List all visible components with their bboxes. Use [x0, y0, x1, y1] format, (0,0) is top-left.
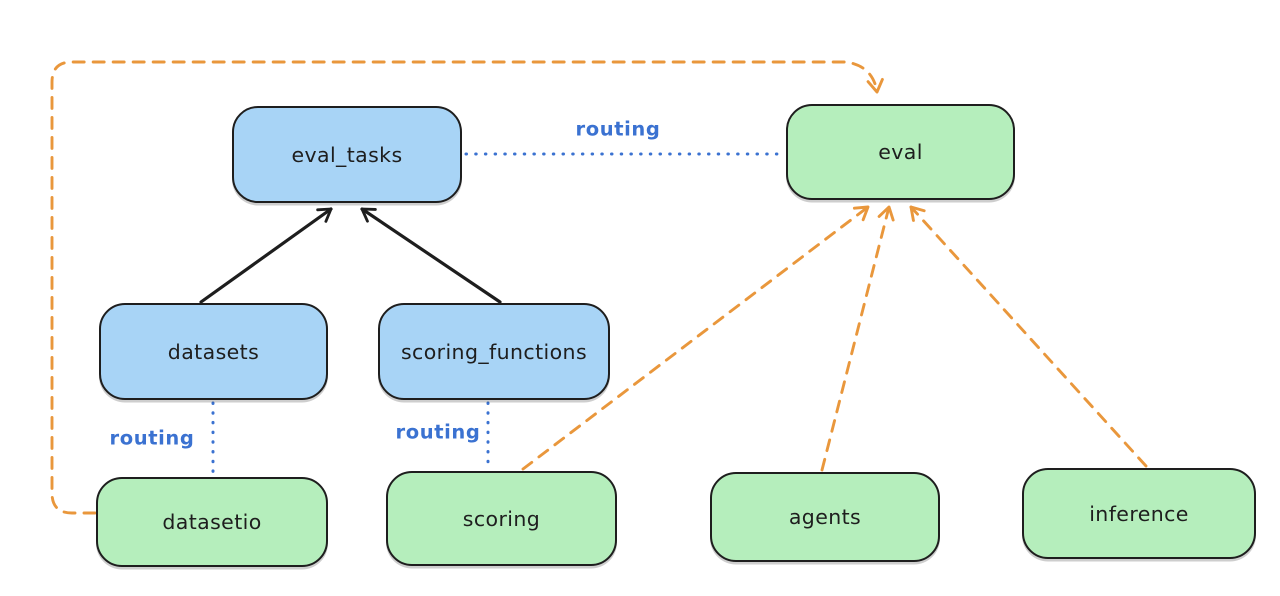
node-inference-label: inference: [1089, 501, 1189, 526]
edge-label-routing-datasets-datasetio: routing: [109, 426, 195, 450]
edge-agents-to-eval-dashed: [820, 205, 895, 472]
node-datasetio-label: datasetio: [162, 510, 262, 534]
edge-datasetio-to-eval-dashed: [50, 60, 884, 515]
edge-datasets-to-eval-tasks: [199, 207, 333, 304]
node-agents: agents: [710, 472, 940, 562]
node-eval-tasks: eval_tasks: [232, 106, 462, 203]
node-datasetio: datasetio: [96, 477, 328, 567]
node-scoring-functions: scoring_functions: [378, 303, 610, 400]
node-agents-label: agents: [788, 505, 862, 529]
node-inference: inference: [1022, 468, 1256, 559]
node-scoring: scoring: [386, 471, 617, 566]
node-scoring-label: scoring: [462, 506, 541, 531]
edge-label-routing-scoring-functions-scoring: routing: [395, 420, 481, 444]
node-datasets-label: datasets: [167, 339, 260, 364]
node-scoring-functions-label: scoring_functions: [400, 339, 588, 364]
edge-scoring-to-eval-dashed: [521, 205, 870, 471]
edge-scoring-functions-to-eval-tasks: [360, 207, 502, 304]
node-eval: eval: [786, 104, 1015, 200]
node-datasets: datasets: [99, 303, 328, 400]
node-eval-tasks-label: eval_tasks: [291, 142, 403, 167]
edge-inference-to-eval-dashed: [909, 205, 1148, 468]
edge-label-routing-eval-tasks-eval: routing: [575, 117, 661, 141]
node-eval-label: eval: [878, 140, 923, 164]
